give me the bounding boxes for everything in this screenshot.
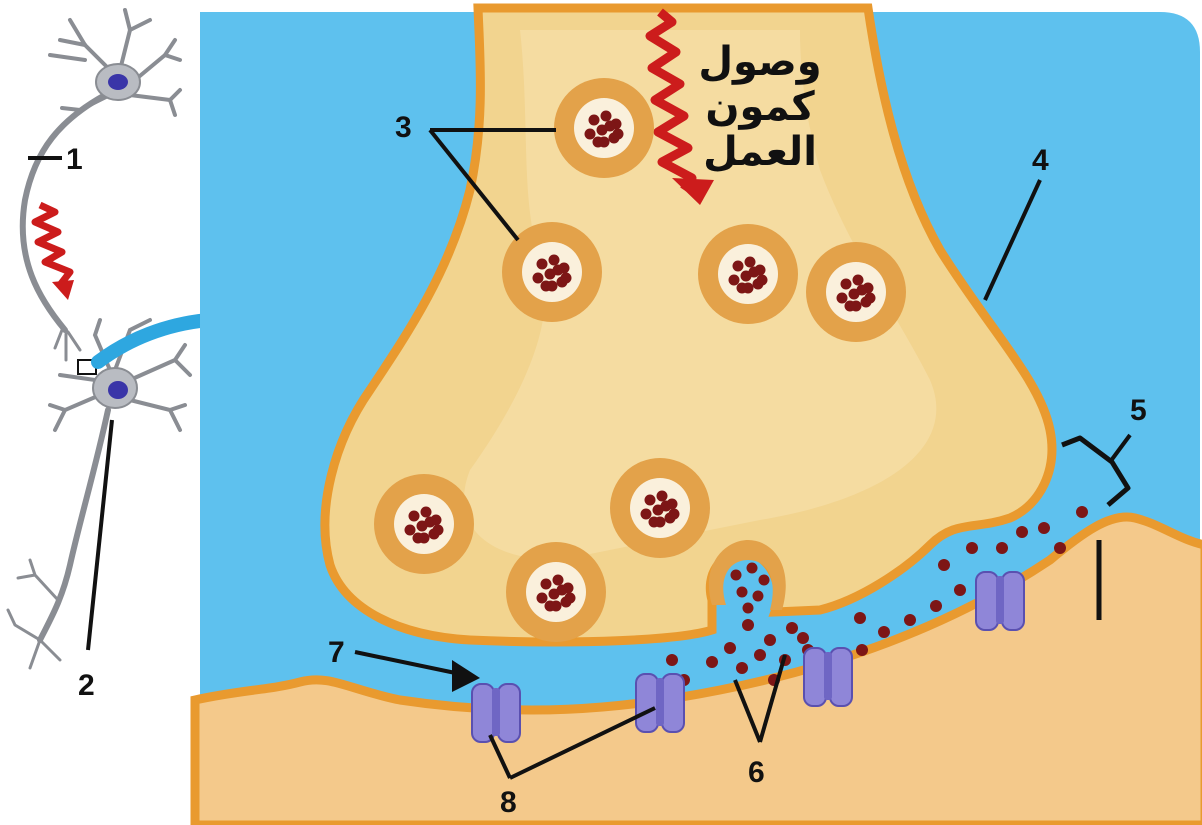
neurotransmitter-dot — [996, 542, 1008, 554]
neurotransmitter-dot — [419, 533, 430, 544]
neurotransmitter-dot — [797, 632, 809, 644]
neurotransmitter-dot — [549, 255, 560, 266]
label-3: 3 — [395, 111, 412, 144]
arrival-text-line-2: كمون — [705, 84, 815, 130]
neurotransmitter-dot — [553, 265, 564, 276]
upper-nucleus — [108, 74, 128, 90]
neurotransmitter-dot — [759, 575, 770, 586]
vesicle — [506, 542, 606, 642]
neurotransmitter-dot — [541, 579, 552, 590]
receptor — [472, 684, 520, 742]
label-6: 6 — [748, 756, 765, 789]
neurotransmitter-dot — [551, 601, 562, 612]
neurotransmitter-dot — [641, 509, 652, 520]
neurotransmitter-dot — [589, 115, 600, 126]
neurotransmitter-dot — [764, 634, 776, 646]
label-8: 8 — [500, 786, 517, 819]
label-5: 5 — [1130, 394, 1147, 427]
neurotransmitter-dot — [854, 612, 866, 624]
neurotransmitter-dot — [851, 301, 862, 312]
receptor — [636, 674, 684, 732]
neurotransmitter-dot — [655, 517, 666, 528]
neurotransmitter-dot — [742, 619, 754, 631]
vesicle — [374, 474, 474, 574]
neurotransmitter-dot — [757, 275, 768, 286]
neurotransmitter-dot — [736, 662, 748, 674]
label-4: 4 — [1032, 144, 1049, 177]
arrival-text-line-1: وصول — [698, 39, 821, 85]
neurotransmitter-dot — [938, 559, 950, 571]
neurotransmitter-dot — [729, 275, 740, 286]
vesicle — [610, 458, 710, 558]
arrival-text-line-3: العمل — [703, 129, 817, 175]
neurotransmitter-dot — [743, 283, 754, 294]
neurotransmitter-dot — [837, 293, 848, 304]
neurotransmitter-dot — [749, 267, 760, 278]
neurotransmitter-dot — [557, 585, 568, 596]
neurotransmitter-dot — [537, 593, 548, 604]
neurotransmitter-dot — [954, 584, 966, 596]
neurotransmitter-dot — [599, 137, 610, 148]
neurotransmitter-dot — [613, 129, 624, 140]
receptor — [804, 648, 852, 706]
neurotransmitter-dot — [553, 575, 564, 586]
neurotransmitter-dot — [737, 587, 748, 598]
neurotransmitter-dot — [1076, 506, 1088, 518]
neurotransmitter-dot — [747, 563, 758, 574]
neurotransmitter-dot — [405, 525, 416, 536]
neurotransmitter-dot — [753, 591, 764, 602]
neurotransmitter-dot — [786, 622, 798, 634]
neurotransmitter-dot — [841, 279, 852, 290]
neurotransmitter-dot — [966, 542, 978, 554]
neurotransmitter-dot — [601, 111, 612, 122]
neurotransmitter-dot — [533, 273, 544, 284]
neurotransmitter-dot — [547, 281, 558, 292]
neurotransmitter-dot — [425, 517, 436, 528]
neurotransmitter-dot — [661, 501, 672, 512]
vesicle — [554, 78, 654, 178]
neurotransmitter-dot — [853, 275, 864, 286]
neurotransmitter-dot — [733, 261, 744, 272]
neurotransmitter-dot — [743, 603, 754, 614]
neurotransmitter-dot — [1038, 522, 1050, 534]
synapse-zoom: وصول كمون العمل — [195, 8, 1202, 825]
neurotransmitter-dot — [433, 525, 444, 536]
neurotransmitter-dot — [585, 129, 596, 140]
neurotransmitter-dot — [724, 642, 736, 654]
neurotransmitter-dot — [930, 600, 942, 612]
neurotransmitter-dot — [745, 257, 756, 268]
neurotransmitter-dot — [421, 507, 432, 518]
receptor — [976, 572, 1024, 630]
neurotransmitter-dot — [857, 285, 868, 296]
neurotransmitter-dot — [878, 626, 890, 638]
neurotransmitter-dot — [645, 495, 656, 506]
label-1: 1 — [66, 143, 83, 176]
small-action-potential-icon — [35, 205, 70, 285]
neurotransmitter-dot — [537, 259, 548, 270]
neurotransmitter-dot — [1054, 542, 1066, 554]
lower-neuron — [8, 320, 190, 668]
neurotransmitter-dot — [565, 593, 576, 604]
neurotransmitter-dot — [561, 273, 572, 284]
vesicle — [698, 224, 798, 324]
label-2: 2 — [78, 669, 95, 702]
neurotransmitter-dot — [706, 656, 718, 668]
neurotransmitter-dot — [731, 570, 742, 581]
neurotransmitter-dot — [865, 293, 876, 304]
lower-nucleus — [108, 381, 128, 399]
neurotransmitter-dot — [904, 614, 916, 626]
neurotransmitter-dot — [1016, 526, 1028, 538]
neurotransmitter-dot — [409, 511, 420, 522]
label-7: 7 — [328, 636, 345, 669]
vesicle — [806, 242, 906, 342]
upper-neuron — [23, 10, 180, 360]
neurotransmitter-dot — [657, 491, 668, 502]
neurotransmitter-dot — [666, 654, 678, 666]
neurotransmitter-dot — [856, 644, 868, 656]
neurotransmitter-dot — [605, 121, 616, 132]
neurotransmitter-dot — [669, 509, 680, 520]
neurotransmitter-dot — [754, 649, 766, 661]
